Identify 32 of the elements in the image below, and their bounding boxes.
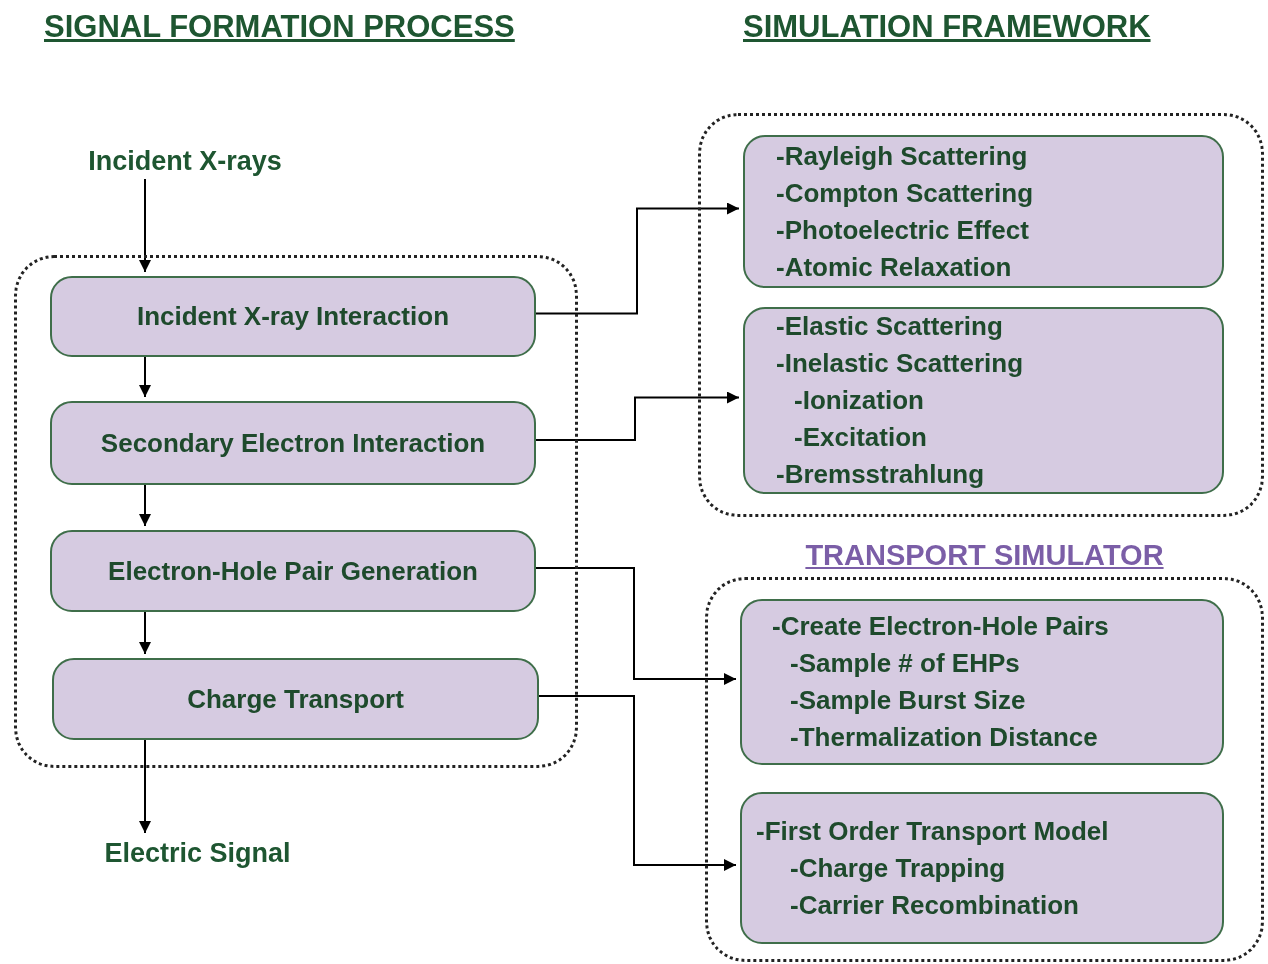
process-box: Secondary Electron Interaction xyxy=(50,401,536,485)
list-item: -Photoelectric Effect xyxy=(776,213,1029,247)
list-item: -Compton Scattering xyxy=(776,176,1034,210)
list-item: -Inelastic Scattering xyxy=(776,347,1024,380)
list-item: -Create Electron-Hole Pairs xyxy=(772,610,1109,643)
list-item: -First Order Transport Model xyxy=(756,814,1109,848)
list-item: -Elastic Scattering xyxy=(776,310,1003,343)
section-heading: SIGNAL FORMATION PROCESS xyxy=(44,8,515,46)
list-item: -Ionization xyxy=(794,384,924,417)
list-item: -Carrier Recombination xyxy=(790,888,1079,922)
process-list-box xyxy=(740,792,1224,944)
list-item: -Charge Trapping xyxy=(790,851,1006,885)
list-item: -Bremsstrahlung xyxy=(776,458,985,491)
process-box: Incident X-ray Interaction xyxy=(50,276,536,357)
list-item: -Rayleigh Scattering xyxy=(776,139,1028,173)
process-list-box xyxy=(740,599,1224,765)
arrow xyxy=(139,178,151,273)
list-item: -Atomic Relaxation xyxy=(776,250,1012,284)
list-item: -Sample Burst Size xyxy=(790,684,1026,717)
flow-text: Electric Signal xyxy=(75,834,320,872)
process-list-box xyxy=(743,135,1224,288)
dotted-group-frame xyxy=(14,255,578,768)
list-item: -Excitation xyxy=(794,421,927,454)
process-list-box xyxy=(743,307,1224,494)
dotted-group-frame xyxy=(698,113,1264,517)
section-heading: SIMULATION FRAMEWORK xyxy=(743,8,1151,46)
list-item: -Sample # of EHPs xyxy=(790,647,1020,680)
list-item: -Thermalization Distance xyxy=(790,721,1098,754)
flow-text: Incident X-rays xyxy=(60,143,310,179)
group-heading: TRANSPORT SIMULATOR xyxy=(804,538,1165,573)
process-box: Electron-Hole Pair Generation xyxy=(50,530,536,612)
process-box: Charge Transport xyxy=(52,658,539,740)
